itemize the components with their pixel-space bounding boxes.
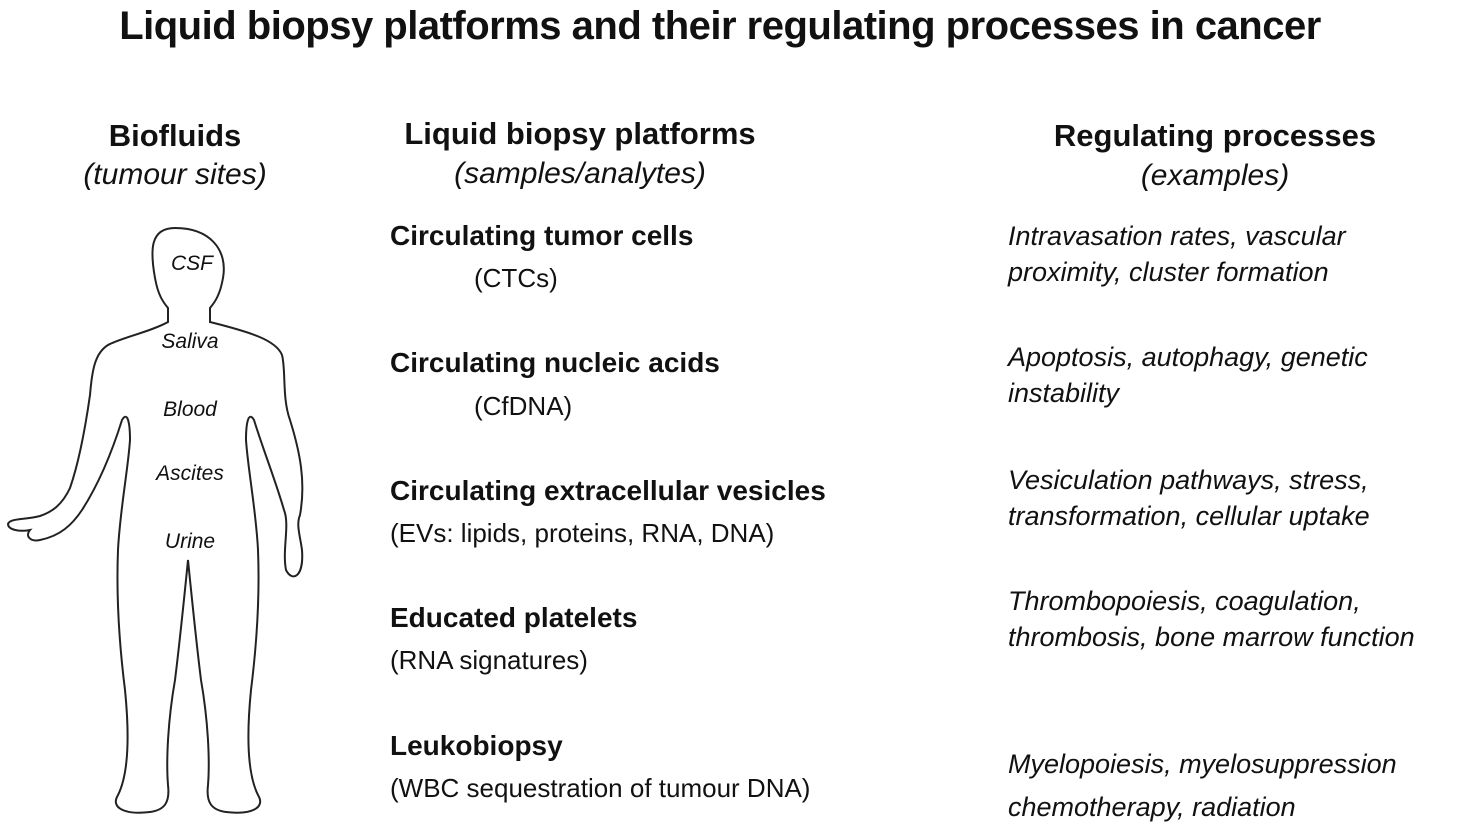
platform-sample: (CfDNA)	[474, 391, 573, 421]
process-line: Thrombopoiesis, coagulation,	[1008, 586, 1361, 616]
process-line: Myelopoiesis, myelosuppression	[1008, 749, 1397, 779]
platform-sample: (WBC sequestration of tumour DNA)	[390, 773, 811, 803]
platform-sample: (RNA signatures)	[390, 645, 588, 675]
process-line: thrombosis, bone marrow function	[1008, 622, 1415, 652]
biofluid-label-csf: CSF	[171, 252, 213, 275]
biofluid-label-ascites: Ascites	[156, 462, 224, 485]
human-body-outline	[6, 226, 304, 814]
platforms-heading: Liquid biopsy platforms	[404, 116, 756, 151]
biofluid-label-urine: Urine	[164, 530, 216, 553]
platform-name: Circulating extracellular vesicles	[390, 475, 826, 506]
platform-sample: (EVs: lipids, proteins, RNA, DNA)	[390, 518, 775, 548]
platform-name: Circulating nucleic acids	[390, 347, 720, 378]
platforms-subheading: (samples/analytes)	[454, 157, 706, 190]
biofluids-subheading: (tumour sites)	[83, 158, 267, 191]
process-line: chemotherapy, radiation	[1008, 792, 1296, 822]
process-line: instability	[1008, 378, 1120, 408]
biofluid-label-saliva: Saliva	[161, 330, 219, 353]
platform-sample: (CTCs)	[474, 263, 558, 293]
process-line: Apoptosis, autophagy, genetic	[1008, 342, 1368, 372]
body-silhouette	[6, 226, 304, 814]
platform-name: Educated platelets	[390, 602, 638, 633]
process-line: proximity, cluster formation	[1008, 257, 1329, 287]
process-line: transformation, cellular uptake	[1008, 501, 1370, 531]
biofluids-heading: Biofluids	[108, 118, 242, 153]
process-line: Intravasation rates, vascular	[1008, 221, 1346, 251]
processes-subheading: (examples)	[1140, 159, 1290, 192]
figure-title: Liquid biopsy platforms and their regula…	[119, 4, 1321, 48]
platform-name: Circulating tumor cells	[390, 220, 694, 251]
platform-name: Leukobiopsy	[390, 730, 563, 761]
processes-heading: Regulating processes	[1053, 118, 1377, 153]
biofluid-label-blood: Blood	[163, 398, 217, 421]
process-line: Vesiculation pathways, stress,	[1008, 465, 1369, 495]
